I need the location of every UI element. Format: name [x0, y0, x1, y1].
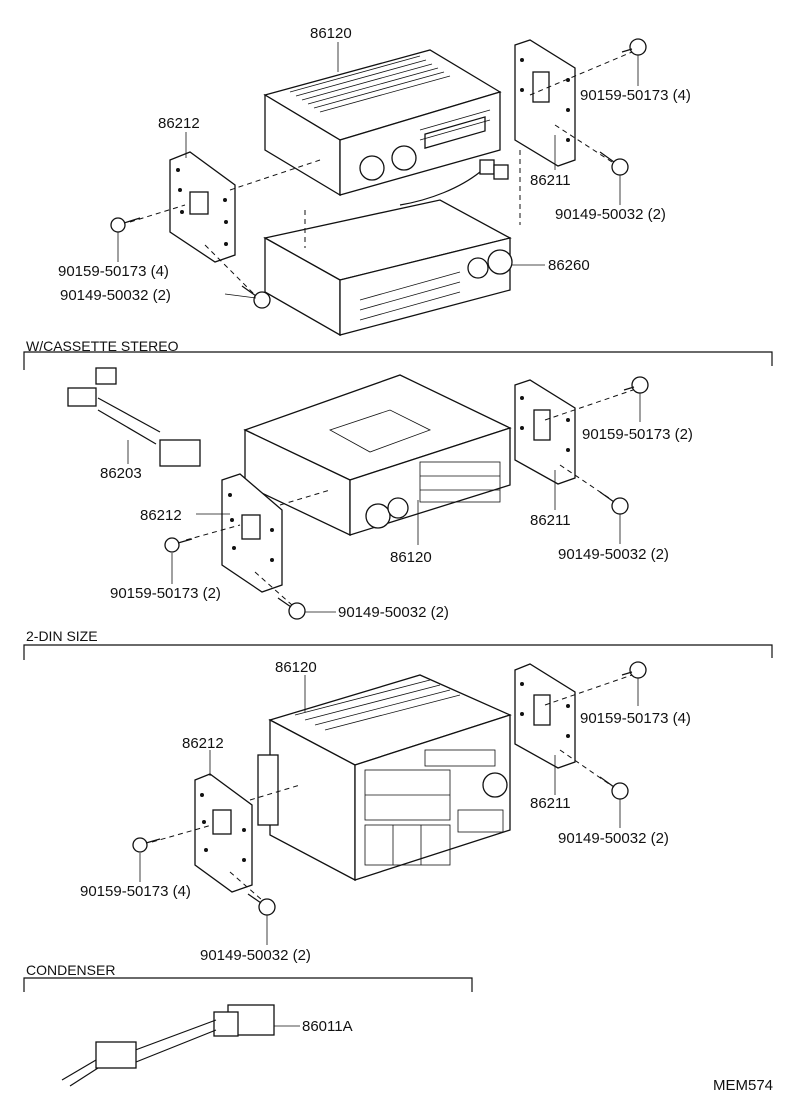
- section-condenser: CONDENSER: [23, 962, 473, 992]
- section-title-condenser: CONDENSER: [26, 962, 115, 978]
- bolt-right-din: [621, 661, 647, 679]
- screw-left-cassette: [277, 597, 306, 620]
- label-86212-top: 86212: [158, 115, 200, 132]
- group-1: 86120 86212 86211 86260 90159-50173 (4) …: [58, 25, 691, 337]
- bolt-left-top: [110, 217, 141, 233]
- radio-unit-top: [263, 49, 502, 197]
- label-86120-top: 86120: [310, 25, 352, 42]
- bracket-left-cassette: [221, 473, 283, 593]
- radio-unit-cassette: [243, 374, 512, 537]
- section-title-cassette: W/CASSETTE STEREO: [26, 338, 179, 354]
- label-screw-left-din: 90149-50032 (2): [200, 947, 311, 964]
- label-86203: 86203: [100, 465, 142, 482]
- label-bolt-left-top: 90159-50173 (4): [58, 263, 169, 280]
- bracket-right-top: [514, 39, 576, 167]
- condenser-86011A: [61, 1004, 275, 1087]
- bolt-right-cassette: [623, 376, 649, 394]
- section-din: 2-DIN SIZE: [23, 628, 773, 660]
- connector-plugs-top: [399, 159, 509, 206]
- bracket-left-din: [194, 773, 253, 893]
- cassette-deck-top: [263, 199, 513, 337]
- label-screw-left-cassette: 90149-50032 (2): [338, 604, 449, 621]
- bracket-left-top: [169, 151, 236, 263]
- screw-left-top: [241, 285, 271, 309]
- bracket-right-din: [514, 663, 576, 769]
- section-cassette: W/CASSETTE STEREO: [23, 338, 773, 370]
- screw-left-din: [247, 893, 276, 916]
- label-86120-din: 86120: [275, 659, 317, 676]
- wire-harness-86203: [67, 367, 201, 467]
- label-screw-right-din: 90149-50032 (2): [558, 830, 669, 847]
- label-86211-din: 86211: [530, 795, 571, 812]
- label-bolt-right-din: 90159-50173 (4): [580, 710, 691, 727]
- screw-right-top: [599, 151, 629, 176]
- bracket-right-cassette: [514, 379, 576, 485]
- group-3: 86120 86212 86211 90159-50173 (4) 90149-…: [80, 659, 691, 964]
- label-86212-din: 86212: [182, 735, 224, 752]
- radio-unit-din: [257, 674, 512, 882]
- label-86211-cassette: 86211: [530, 512, 571, 529]
- label-bolt-right-cassette: 90159-50173 (2): [582, 426, 693, 443]
- label-86211-top: 86211: [530, 172, 571, 189]
- label-bolt-left-din: 90159-50173 (4): [80, 883, 191, 900]
- label-bolt-right-top: 90159-50173 (4): [580, 87, 691, 104]
- label-screw-right-cassette: 90149-50032 (2): [558, 546, 669, 563]
- bolt-left-din: [132, 837, 161, 853]
- group-2: 86203 86212 86120 86211 90159-50173 (2) …: [67, 367, 693, 621]
- label-86212-cassette: 86212: [140, 507, 182, 524]
- bolt-right-top: [621, 38, 647, 56]
- label-bolt-left-cassette: 90159-50173 (2): [110, 585, 221, 602]
- screw-right-din: [599, 776, 629, 800]
- figure-code: MEM574: [713, 1077, 773, 1094]
- screw-right-cassette: [599, 491, 629, 515]
- section-title-din: 2-DIN SIZE: [26, 628, 98, 644]
- label-86120-cassette: 86120: [390, 549, 432, 566]
- group-4: 86011A: [61, 1004, 353, 1087]
- bolt-left-cassette: [164, 537, 193, 553]
- label-screw-right-top: 90149-50032 (2): [555, 206, 666, 223]
- label-86011A: 86011A: [302, 1018, 353, 1035]
- label-screw-left-top: 90149-50032 (2): [60, 287, 171, 304]
- label-86260: 86260: [548, 257, 590, 274]
